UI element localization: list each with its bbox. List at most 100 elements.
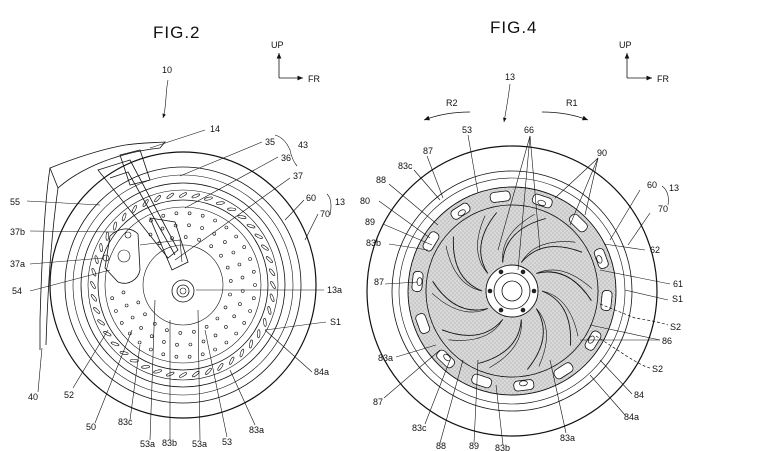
rivet: [416, 277, 423, 286]
fig4-blades: [431, 212, 593, 370]
disc-hole: [153, 321, 157, 326]
blade: [480, 212, 498, 274]
disc-opening: [553, 362, 574, 380]
disc-hole: [197, 238, 201, 242]
disc-hole: [252, 269, 256, 274]
hub-bolt: [498, 307, 504, 313]
fig4-label-83a-bottom: 83a: [560, 433, 575, 443]
disc-hole: [231, 250, 236, 255]
disc-hole: [188, 342, 193, 347]
disc-slot: [113, 221, 117, 231]
disc-hole: [187, 223, 191, 228]
fig4-label-53: 53: [462, 125, 472, 135]
disc-slot: [217, 363, 224, 371]
disc-slot: [142, 199, 149, 207]
disc-hole: [238, 302, 242, 306]
fig2-label-52: 52: [64, 390, 74, 400]
blade: [441, 319, 504, 336]
disc-hole: [224, 340, 229, 345]
disc-hole: [213, 333, 218, 338]
fig2-label-37a: 37a: [10, 259, 25, 269]
fig4-label-83b-top: 83b: [366, 238, 381, 248]
disc-hole: [139, 326, 143, 330]
fig4-label-87-top: 87: [423, 146, 433, 156]
fig4-rotation-r2-arrow: [423, 111, 471, 121]
disc-hole: [240, 275, 245, 280]
fig2-label-54: 54: [12, 286, 22, 296]
figure-4: FIG.4 UP FR: [360, 18, 683, 451]
disc-slot: [129, 359, 139, 363]
disc-slot: [119, 351, 129, 355]
fig2-brake-disc: [97, 199, 269, 371]
disc-slot: [90, 281, 96, 289]
blade: [520, 246, 583, 263]
rivet: [596, 255, 603, 264]
disc-hole: [187, 211, 192, 216]
blade: [452, 236, 483, 292]
fig2-label-70: 70: [320, 209, 330, 219]
blade-edge: [431, 293, 488, 313]
fig2-leader-lines: [26, 79, 332, 441]
disc-hole: [161, 352, 166, 357]
fig4-label-83c-bottom: 83c: [412, 423, 427, 433]
disc-slot: [269, 293, 275, 303]
rivet: [457, 209, 466, 217]
rivet: [519, 380, 528, 387]
disc-slot: [249, 339, 253, 349]
fig4-rotation-r1-arrow: [541, 111, 589, 121]
fig2-label-13a: 13a: [327, 285, 342, 295]
disc-hole: [213, 347, 217, 352]
fig2-label-53a-left: 53a: [140, 439, 155, 449]
disc-hole: [232, 314, 236, 319]
fig4-label-83a-left: 83a: [378, 353, 393, 363]
fig4-tire-inner: [391, 170, 633, 412]
disc-hole: [137, 340, 142, 345]
disc-slot: [269, 268, 276, 276]
blade: [541, 290, 572, 346]
blade-edge: [445, 245, 483, 292]
fig4-label-62: 62: [650, 245, 660, 255]
disc-hole: [234, 331, 238, 336]
disc-hole: [149, 334, 154, 339]
disc-hole: [248, 309, 252, 313]
blade-edge: [502, 213, 535, 263]
disc-hole: [192, 329, 196, 334]
disc-hole: [178, 331, 183, 335]
fig2-label-35: 35: [265, 137, 275, 147]
hub-bolt: [520, 307, 526, 313]
hub-bolt: [487, 288, 493, 294]
disc-hole: [149, 218, 153, 223]
disc-slot: [121, 212, 127, 222]
blade-edge: [489, 319, 522, 369]
fig2-label-83a: 83a: [249, 425, 264, 435]
fig4-direction-indicator: UP FR: [619, 40, 669, 84]
fig2-fender: [49, 141, 166, 189]
disc-slot: [94, 255, 99, 264]
disc-hole: [223, 240, 227, 244]
fig2-label-36: 36: [281, 153, 291, 163]
disc-hole: [174, 211, 179, 216]
disc-slot: [229, 356, 235, 365]
disc-hole: [213, 218, 217, 223]
fig2-disc-slots: [90, 192, 276, 378]
fig4-label-80: 80: [360, 196, 370, 206]
disc-hole: [225, 265, 230, 270]
fig2-disc-holes: [110, 211, 257, 359]
disc-slot: [267, 306, 272, 315]
disc-hole: [223, 305, 228, 310]
disc-hole: [237, 262, 242, 267]
fig4-label-84a: 84a: [624, 412, 639, 422]
fig4-label-88-top: 88: [376, 175, 386, 185]
disc-slot: [153, 369, 162, 374]
disc-opening: [415, 313, 431, 334]
disc-hole: [200, 352, 205, 357]
fig4-label-60: 60: [647, 180, 657, 190]
disc-slot: [179, 372, 187, 378]
disc-hole: [200, 213, 205, 218]
disc-hole: [252, 296, 256, 301]
disc-slot: [91, 267, 97, 277]
disc-hole: [187, 354, 192, 359]
disc-slot: [99, 243, 103, 253]
disc-slot: [204, 196, 213, 201]
